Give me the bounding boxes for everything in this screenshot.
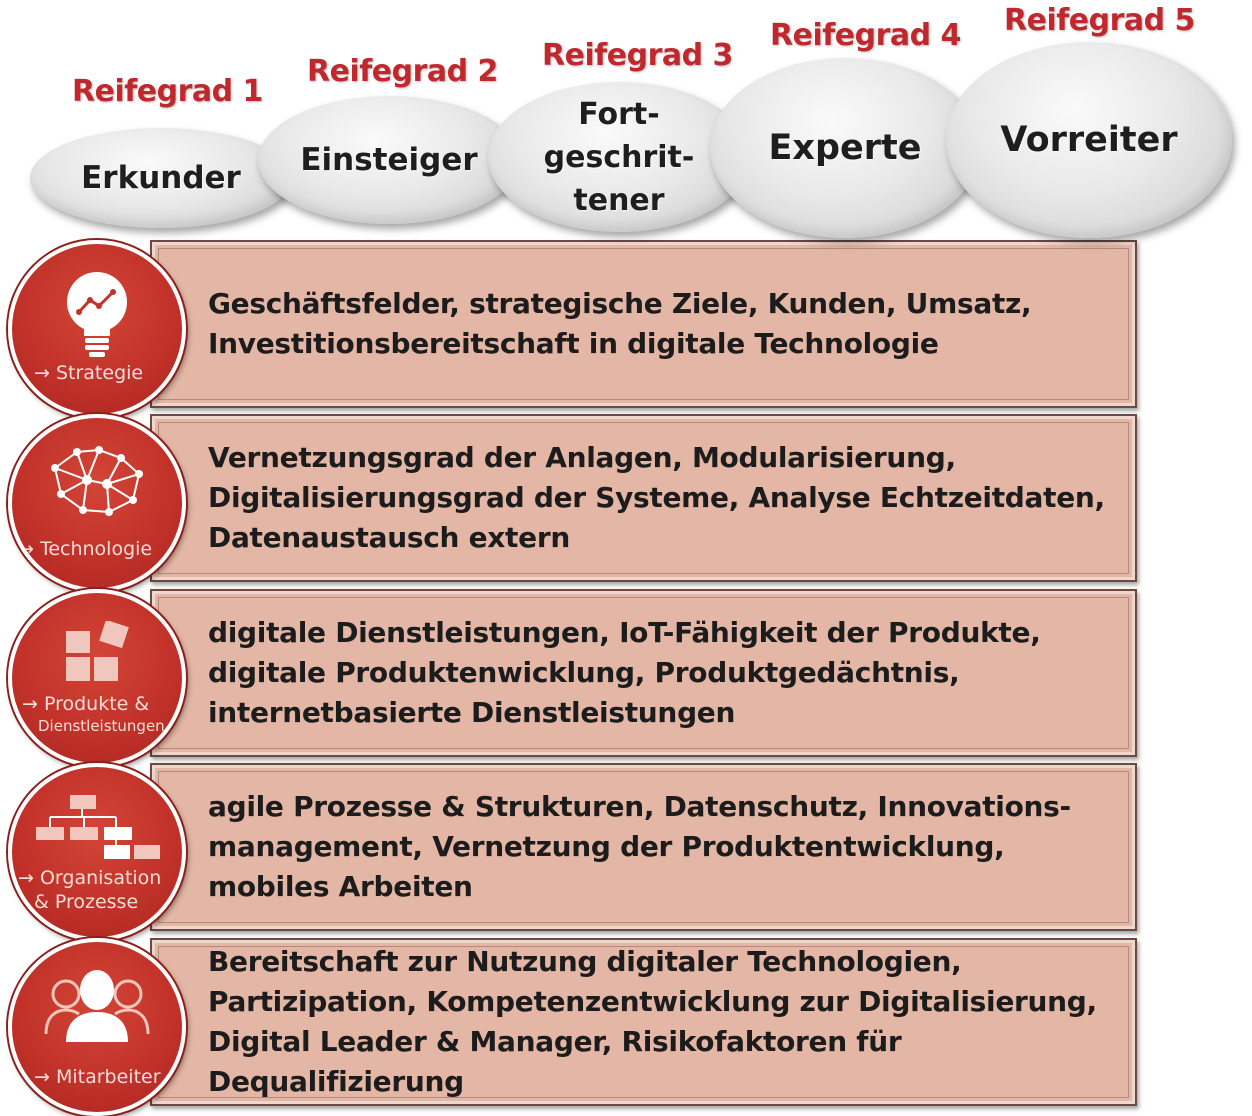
level-1-ellipse: Erkunder [30,128,292,228]
dimension-row-strategie: Geschäftsfelder, strategische Ziele, Kun… [0,240,1145,418]
description-line: internetbasierte Dienstleistungen [208,696,736,729]
dimension-badge-strategie: → Strategie [8,240,186,418]
level-3-label: Reifegrad 3 [542,38,733,73]
dimension-badge-mitarbeiter: → Mitarbeiter [8,938,186,1116]
dimension-label: → Mitarbeiter [34,1066,161,1088]
level-2-label: Reifegrad 2 [307,54,498,89]
dimension-panel: Bereitschaft zur Nutzung digitaler Techn… [150,938,1137,1106]
dimension-description: agile Prozesse & Strukturen, Datenschutz… [208,765,1115,929]
dimension-label: → Produkte & [22,693,150,715]
dimension-sublabel: Dienstleistungen [38,717,165,735]
dimension-sublabel: & Prozesse [34,891,139,913]
dimension-row-organisation: agile Prozesse & Strukturen, Datenschutz… [0,763,1145,941]
description-line: digitale Dienstleistungen, IoT-Fähigkeit… [208,616,1041,649]
description-line: Datenaustausch extern [208,521,570,554]
level-4-label: Reifegrad 4 [770,18,961,53]
dimension-panel: Geschäftsfelder, strategische Ziele, Kun… [150,240,1137,408]
level-2-ellipse: Einsteiger [258,96,520,224]
dimension-label: → Technologie [18,538,153,560]
dimension-badge-organisation: → Organisation & Prozesse [8,763,186,941]
dimension-panel: Vernetzungsgrad der Anlagen, Modularisie… [150,414,1137,582]
network-icon [51,446,143,516]
people-icon [44,970,150,1042]
description-line: Geschäftsfelder, strategische Ziele, Kun… [208,287,1032,320]
level-5-label: Reifegrad 5 [1004,3,1195,38]
dimension-panel: agile Prozesse & Strukturen, Datenschutz… [150,763,1137,931]
description-line: digitale Produktenwicklung, Produktgedäc… [208,656,960,689]
level-3-ellipse: Fort- geschrit- tener [488,82,750,232]
description-line: Investitionsbereitschaft in digitale Tec… [208,327,939,360]
level-1-name: Erkunder [81,160,241,196]
description-line: management, Vernetzung der Produktentwic… [208,830,1005,863]
dimension-row-produkte: digitale Dienstleistungen, IoT-Fähigkeit… [0,589,1145,767]
description-line: Vernetzungsgrad der Anlagen, Modularisie… [208,441,956,474]
level-2-name: Einsteiger [300,142,478,178]
description-line: Digitalisierungsgrad der Systeme, Analys… [208,481,1105,514]
description-line: Partizipation, Kompetenzentwicklung zur … [208,985,1097,1018]
dimension-label: → Strategie [34,362,144,384]
description-line: mobiles Arbeiten [208,870,473,903]
dimension-row-mitarbeiter: Bereitschaft zur Nutzung digitaler Techn… [0,938,1145,1116]
description-line: Digital Leader & Manager, Risikofaktoren… [208,1025,902,1058]
dimension-badge-produkte: → Produkte & Dienstleistungen [8,589,186,767]
lightbulb-icon [67,272,127,357]
dimension-description: Bereitschaft zur Nutzung digitaler Techn… [208,940,1115,1104]
level-5-ellipse: Vorreiter [946,42,1232,238]
level-4-name: Experte [768,128,922,168]
org-chart-icon [36,795,160,859]
level-3-name: Fort- geschrit- tener [543,96,695,218]
level-5-name: Vorreiter [1000,120,1178,160]
dimension-description: Vernetzungsgrad der Anlagen, Modularisie… [208,416,1115,580]
description-line: agile Prozesse & Strukturen, Datenschutz… [208,790,1071,823]
description-line: Bereitschaft zur Nutzung digitaler Techn… [208,945,962,978]
dimension-row-technologie: Vernetzungsgrad der Anlagen, Modularisie… [0,414,1145,592]
level-1-label: Reifegrad 1 [72,74,263,109]
dimension-description: Geschäftsfelder, strategische Ziele, Kun… [208,242,1115,406]
dimension-description: digitale Dienstleistungen, IoT-Fähigkeit… [208,591,1115,755]
dimension-badge-technologie: → Technologie [8,414,186,592]
blocks-icon [66,621,129,681]
description-line: Dequalifizierung [208,1065,464,1098]
dimension-panel: digitale Dienstleistungen, IoT-Fähigkeit… [150,589,1137,757]
level-4-ellipse: Experte [710,58,980,238]
dimension-label: → Organisation [18,867,162,889]
